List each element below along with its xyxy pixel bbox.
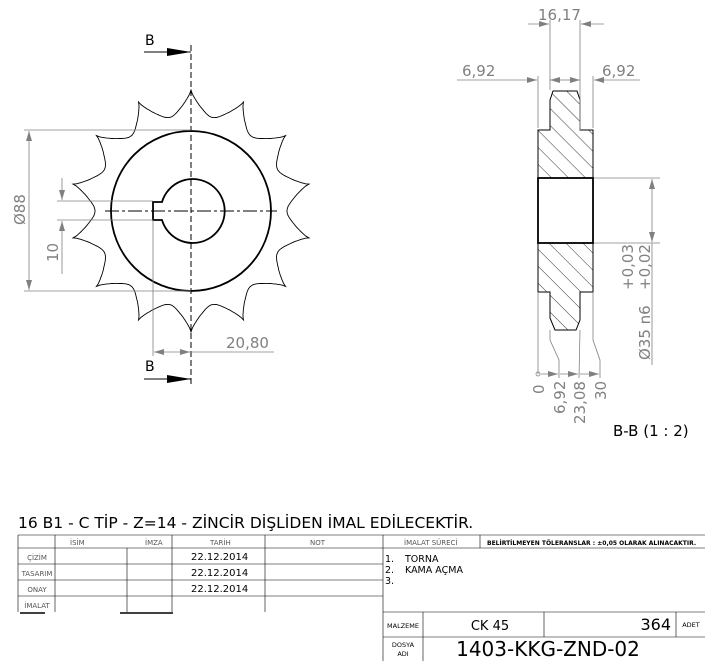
ordinate-0: 0 bbox=[530, 384, 548, 394]
front-view: B B Ø88 10 20,80 bbox=[11, 33, 311, 385]
ordinate-2: 23,08 bbox=[571, 381, 589, 424]
material-value: CK 45 bbox=[471, 619, 509, 634]
file-name: 1403-KKG-ZND-02 bbox=[456, 637, 640, 661]
section-view: 16,17 6,92 6,92 +0,03 +0,02 Ø35 n6 0 6,9… bbox=[457, 6, 689, 440]
dim-bore-tol-lower: +0,02 bbox=[636, 244, 654, 290]
bore-section bbox=[537, 177, 594, 244]
tolerance-note: BELİRTİLMEYEN TÖLERANSLAR : ±0,05 OLARAK… bbox=[487, 540, 696, 547]
title-block bbox=[17, 534, 705, 661]
section-label-bottom: B bbox=[145, 359, 155, 375]
col-header-signature: İMZA bbox=[145, 538, 163, 547]
row-role: ÇİZİM bbox=[27, 553, 47, 562]
ordinate-3: 30 bbox=[592, 381, 610, 400]
title-block-text: İSİM İMZA TARİH NOT ÇİZİM TASARIM ONAY İ… bbox=[21, 538, 700, 661]
sprocket-teeth-outline bbox=[71, 88, 311, 334]
col-header-note: NOT bbox=[310, 539, 326, 547]
dim-outer-diameter: Ø88 bbox=[11, 194, 29, 225]
dim-bore: Ø35 n6 bbox=[636, 305, 654, 360]
row-role: İMALAT bbox=[24, 601, 50, 610]
process-step-num: 3. bbox=[385, 576, 394, 587]
quantity-label: ADET bbox=[682, 621, 700, 629]
process-step-num: 2. bbox=[385, 565, 394, 576]
dim-tooth-width: 16,17 bbox=[538, 6, 581, 24]
col-header-date: TARİH bbox=[209, 538, 231, 547]
row-date: 22.12.2014 bbox=[191, 584, 248, 595]
file-label: ADI bbox=[397, 650, 408, 658]
dim-keyway-width: 10 bbox=[44, 243, 62, 262]
section-arrow-bottom bbox=[167, 375, 191, 383]
process-step-num: 1. bbox=[385, 554, 394, 565]
row-date: 22.12.2014 bbox=[191, 568, 248, 579]
section-caption: B-B (1 : 2) bbox=[613, 422, 689, 440]
bore-with-keyway bbox=[152, 178, 226, 244]
row-date: 22.12.2014 bbox=[191, 552, 248, 563]
manufacturing-note: 16 B1 - C TİP - Z=14 - ZİNCİR DİŞLİDEN İ… bbox=[18, 513, 473, 532]
file-label: DOSYA bbox=[392, 641, 415, 649]
section-hatch-top bbox=[537, 90, 594, 179]
dim-keyway-depth: 20,80 bbox=[226, 334, 269, 352]
process-step-text: TORNA bbox=[404, 554, 439, 565]
section-arrow-top bbox=[167, 48, 191, 56]
col-header-name: İSİM bbox=[70, 538, 85, 547]
dim-bore-tol-upper: +0,03 bbox=[619, 244, 637, 290]
section-label-top: B bbox=[145, 33, 155, 49]
process-step-text: KAMA AÇMA bbox=[405, 565, 463, 576]
process-header: İMALAT SÜRECİ bbox=[404, 538, 458, 547]
dim-right-hub: 6,92 bbox=[602, 62, 635, 80]
row-role: TASARIM bbox=[21, 570, 53, 578]
dim-left-hub: 6,92 bbox=[462, 62, 495, 80]
ordinate-1: 6,92 bbox=[551, 381, 569, 414]
section-hatch-bottom bbox=[537, 242, 594, 331]
quantity-value: 364 bbox=[640, 615, 671, 634]
material-label: MALZEME bbox=[387, 622, 419, 630]
row-role: ONAY bbox=[27, 586, 47, 594]
